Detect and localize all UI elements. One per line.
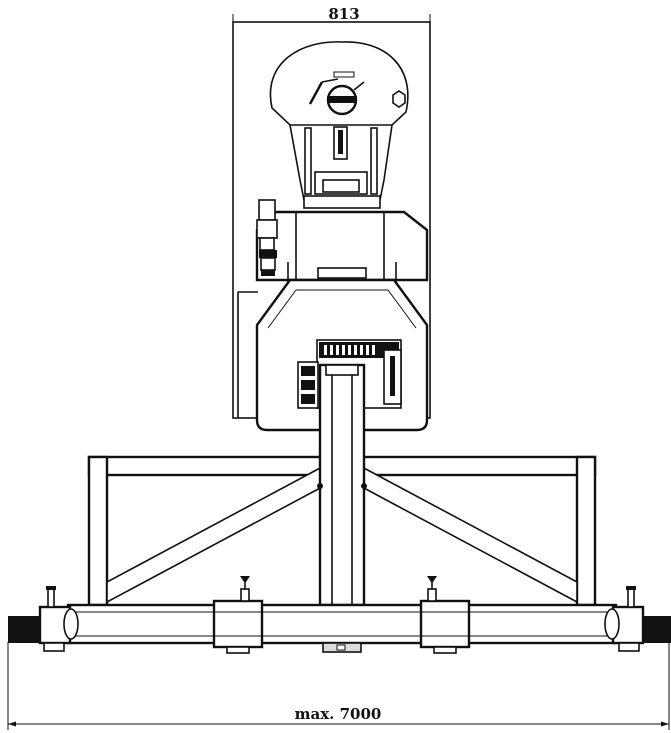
end-bolts (46, 586, 636, 608)
total-width-label: max. 7000 (295, 705, 382, 723)
frame (87, 455, 597, 607)
right-clamp (419, 576, 471, 654)
side-valve (237, 199, 278, 418)
neck-fork (289, 124, 393, 209)
bottom-beam (66, 603, 618, 653)
left-clamp (212, 576, 264, 654)
right-track (604, 605, 671, 652)
left-track (8, 605, 79, 652)
middle-housing (255, 210, 429, 282)
mast (317, 363, 367, 607)
upper-head (269, 41, 409, 160)
top-width-label: 813 (328, 5, 359, 23)
bottom-dimension: max. 7000 (7, 642, 670, 730)
